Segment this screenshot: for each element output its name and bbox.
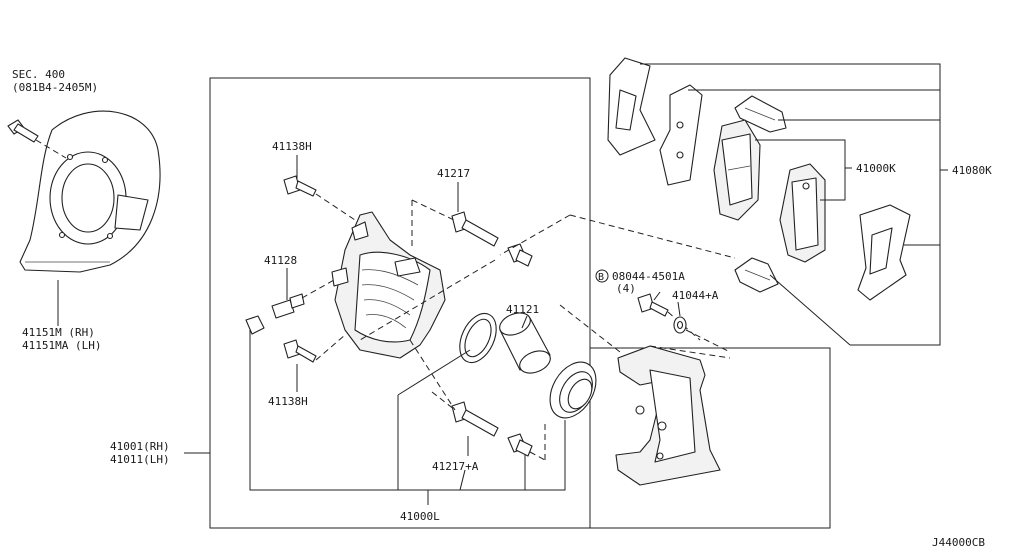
label-pad: 41000K bbox=[856, 162, 896, 175]
label-baffle-lh: 41151MA (LH) bbox=[22, 339, 101, 352]
bleeder-cap bbox=[245, 315, 265, 335]
anti-rattle-clip-lower bbox=[734, 257, 779, 293]
diagram-id: J44000CB bbox=[932, 536, 985, 549]
label-sec-ref-part: (081B4-2405M) bbox=[12, 81, 98, 94]
label-bleeder: 41128 bbox=[264, 254, 297, 267]
label-bolt-b: 08044-4501A bbox=[612, 270, 685, 283]
slide-pin-lower bbox=[451, 401, 499, 437]
torque-member-frame bbox=[589, 347, 831, 529]
label-bolt-b-qty: (4) bbox=[616, 282, 636, 295]
label-pin-lower: 41217+A bbox=[432, 460, 479, 473]
piston-seal bbox=[459, 312, 497, 364]
guide-bolt-lower bbox=[283, 334, 346, 363]
pad-shim-outer bbox=[607, 57, 656, 156]
pin-boot-upper bbox=[507, 243, 533, 267]
slide-pin-upper bbox=[411, 199, 499, 250]
caliper-assembly-frame bbox=[209, 77, 591, 529]
piston bbox=[499, 312, 551, 374]
pad-shim-lower bbox=[857, 204, 911, 301]
caliper-body bbox=[331, 211, 446, 359]
label-bolt-lower: 41138H bbox=[268, 395, 308, 408]
washer bbox=[673, 316, 731, 353]
label-caliper-rh: 41001(RH) bbox=[110, 440, 170, 453]
label-pin-upper: 41217 bbox=[437, 167, 470, 180]
pin-boot-lower bbox=[507, 420, 546, 461]
piston-dust-boot bbox=[549, 361, 597, 419]
label-seal-kit: 41000L bbox=[400, 510, 440, 523]
svg-text:B: B bbox=[598, 272, 604, 283]
label-pad-kit: 41080K bbox=[952, 164, 992, 177]
torque-member bbox=[615, 345, 731, 486]
label-caliper-lh: 41011(LH) bbox=[110, 453, 170, 466]
label-baffle-rh: 41151M (RH) bbox=[22, 326, 95, 339]
label-sec-ref: SEC. 400 bbox=[12, 68, 65, 81]
label-bolt-upper: 41138H bbox=[272, 140, 312, 153]
guide-bolt-upper bbox=[283, 175, 356, 221]
anti-rattle-clip-upper bbox=[734, 95, 787, 133]
label-washer: 41044+A bbox=[672, 289, 719, 302]
label-piston: 41121 bbox=[506, 303, 539, 316]
bleeder-screw bbox=[271, 279, 335, 319]
brake-pad-outer bbox=[779, 163, 826, 263]
bolt-b-marker: B bbox=[595, 269, 609, 283]
baffle-bolt bbox=[7, 119, 67, 159]
pad-shim-inner bbox=[659, 84, 703, 186]
baffle-plate bbox=[19, 110, 161, 273]
brake-pad-inner bbox=[713, 119, 761, 221]
